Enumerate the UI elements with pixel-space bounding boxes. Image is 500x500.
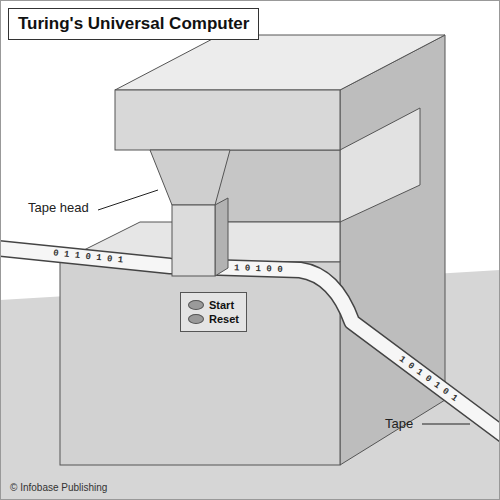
tape-head-side — [215, 198, 228, 276]
tape-head — [172, 205, 215, 276]
tape — [0, 248, 500, 436]
leader-line — [98, 190, 158, 210]
tape-digits: 1 0 1 0 0 — [234, 263, 283, 275]
button-light — [188, 300, 204, 310]
tape-edge — [0, 248, 500, 436]
side-face — [340, 35, 445, 465]
button-row: Start — [188, 299, 239, 311]
tape-digits: 0 1 1 0 1 0 1 — [53, 248, 124, 265]
button-label: Start — [209, 299, 234, 311]
base-front — [60, 262, 340, 465]
credit-note: © Infobase Publishing — [10, 482, 107, 493]
button-row: Reset — [188, 313, 239, 325]
part-label: Tape — [385, 416, 413, 431]
leader-line — [422, 424, 470, 425]
overhang-front — [115, 90, 340, 150]
button-light — [188, 314, 204, 324]
diagram-title: Turing's Universal Computer — [8, 8, 259, 40]
button-label: Reset — [209, 313, 239, 325]
side-opening — [340, 108, 420, 222]
control-panel: StartReset — [180, 292, 247, 332]
tape-digits: 1 0 1 0 1 0 1 — [397, 354, 459, 404]
tape-head-funnel — [150, 150, 230, 205]
part-label: Tape head — [28, 200, 89, 215]
top-face — [115, 35, 445, 90]
